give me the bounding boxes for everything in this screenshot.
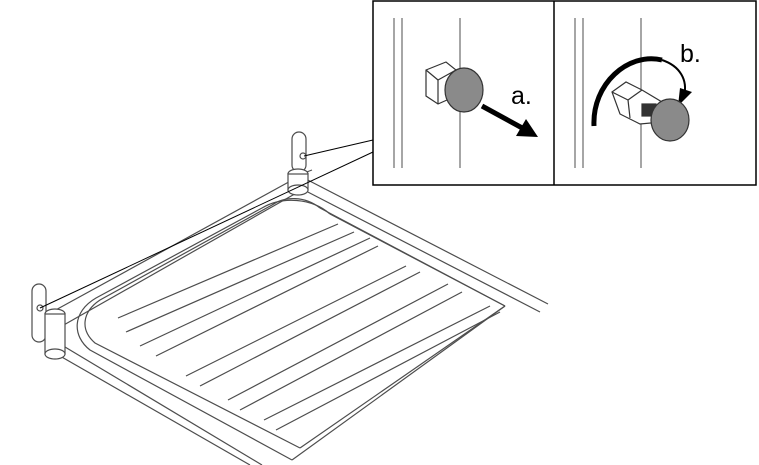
rotated-peg-knob-icon [611,81,690,142]
removable-peg-knob-icon [425,61,484,113]
curved-rotate-arrow-icon [591,56,692,127]
detail-panel-a: a. [393,18,538,168]
step-a-label: a. [511,82,532,110]
callout-leaders [39,139,374,309]
step-b-label: b. [680,40,701,68]
rear-post [287,131,309,196]
rack-frame [49,169,549,465]
front-post [31,283,66,360]
straight-arrow-icon [480,103,538,137]
detail-panel-b: b. [574,18,701,168]
